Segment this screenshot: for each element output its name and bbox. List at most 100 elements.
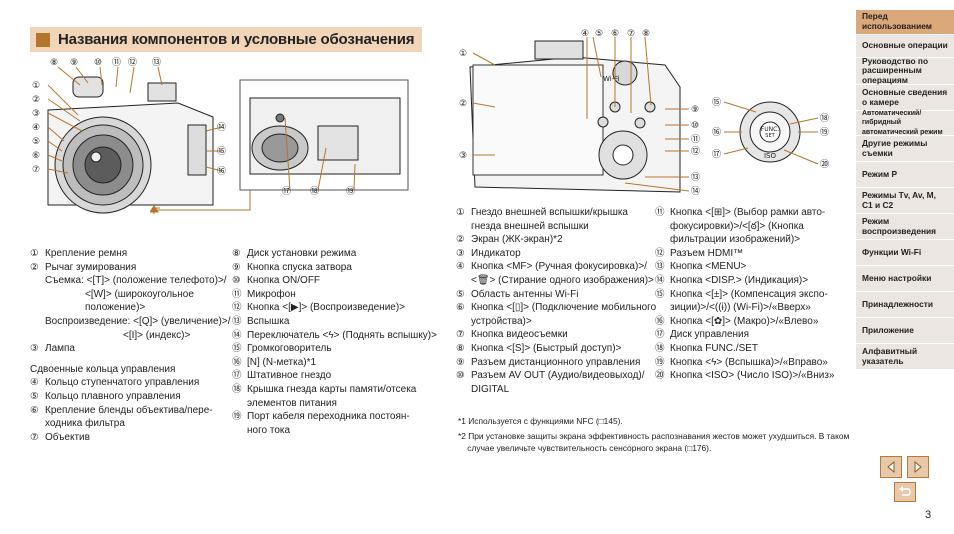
set-label: SET [765,133,775,139]
func-label: FUNC. [761,126,780,133]
back-callout: ④ [581,29,589,39]
sidebar-item-auto-mode[interactable]: Автоматический/гибридный автоматический … [856,110,954,136]
back-callout: ⑥ [611,29,619,39]
front-callout: ⑤ [32,137,40,147]
sidebar-item-camera-basics[interactable]: Основные сведения о камере [856,85,954,111]
sidebar-item-before-use[interactable]: Перед использованием [856,10,954,35]
prev-page-button[interactable] [880,456,902,478]
dial-callout: ⑲ [820,127,829,138]
sidebar-item-playback[interactable]: Режим воспроизведения [856,214,954,240]
page-title: Названия компонентов и условные обозначе… [58,31,415,48]
list-item: устройства)> [471,315,532,327]
front-camera-drawing: ① ② ③ ④ ⑤ ⑥ ⑦ ⑧ ⑨ ⑩ ⑪ ⑫ ⑬ ⑭ ⑮ ⑯ [32,57,226,214]
front-callout: ⑧ [50,58,58,68]
list-item: ного тока [247,424,291,436]
next-page-icon [914,461,922,473]
back-callout: ⑦ [627,29,635,39]
front-callout: ② [32,95,40,105]
sidebar-item-tv-av-m[interactable]: Режимы Tv, Av, M, C1 и C2 [856,188,954,214]
prev-page-icon [887,461,895,473]
front-callout: ⑪ [112,57,121,68]
return-icon [899,486,911,496]
list-item: ходника фильтра [45,418,125,430]
title-marker-icon [36,32,50,47]
control-dial-figure: FUNC. SET ISO ⑮ ⑯ ⑰ ⑱ ⑲ ⑳ [710,88,834,170]
front-callout: ⑨ [70,58,78,68]
return-button[interactable] [894,482,916,502]
footnote-1: *1 Используется с функциями NFC (□145). [458,416,623,426]
wifi-area-label: Wi-Fi [603,75,620,83]
list-item: положение)> [85,302,146,314]
sidebar-item-p-mode[interactable]: Режим P [856,162,954,188]
dial-callout: ⑳ [820,159,829,170]
front-callout: ④ [32,123,40,133]
list-item: <[W]> (широкоугольное [85,288,194,300]
iso-label: ISO [764,152,777,160]
list-heading: Сдвоенные кольца управления [30,363,176,375]
back-callout: ⑩ [691,121,699,131]
dial-callout: ⑯ [712,127,721,138]
chapter-sidebar: Перед использованием Основные операции Р… [856,10,954,370]
front-callout: ⑭ [217,122,226,133]
sidebar-item-appendix[interactable]: Приложение [856,318,954,344]
back-callout: ⑪ [691,134,700,145]
list-item: <🗑> (Стирание одного изображения)> [471,274,654,286]
back-callout: ⑤ [595,29,603,39]
back-callout: ② [459,99,467,109]
back-callout: ⑬ [691,172,700,183]
sidebar-item-setup-menu[interactable]: Меню настройки [856,266,954,292]
dial-callout: ⑱ [820,113,829,124]
bottom-camera-figure: ⑰ ⑱ ⑲ [150,78,412,228]
list-item: фокусировки)>/<[ఠ]> (Кнопка [670,220,804,232]
bottom-callout: ⑰ [282,186,291,197]
sidebar-item-index[interactable]: Алфавитный указатель [856,344,954,370]
list-item: гнезда внешней вспышки [471,220,589,232]
front-callout: ① [32,81,40,91]
sidebar-item-advanced-guide[interactable]: Руководство по расширенным операциям [856,56,954,85]
list-item: DIGITAL [471,383,510,395]
bottom-callout: ⑲ [346,186,355,197]
back-camera-figure: Wi-Fi ① ② ③ ④ [455,27,705,197]
back-callout: ③ [459,151,467,161]
sidebar-item-wifi[interactable]: Функции Wi-Fi [856,240,954,266]
bottom-callout: ⑱ [310,186,319,197]
back-callout: ⑫ [691,146,700,157]
sidebar-item-basic-ops[interactable]: Основные операции [856,35,954,58]
list-item: фильтрации изображений)> [670,234,801,246]
sidebar-item-accessories[interactable]: Принадлежности [856,292,954,318]
list-item: ⑯[N] (N-метка)*1 [232,356,317,368]
footnote-2: *2 При установке защиты экрана эффективн… [458,431,850,441]
front-camera-figure: ① ② ③ ④ ⑤ ⑥ ⑦ ⑧ ⑨ ⑩ ⑪ ⑫ ⑬ ⑭ ⑮ ⑯ [28,55,228,215]
sidebar-item-other-modes[interactable]: Другие режимы съемки [856,136,954,162]
front-callout: ⑮ [217,146,226,157]
next-page-button[interactable] [907,456,929,478]
